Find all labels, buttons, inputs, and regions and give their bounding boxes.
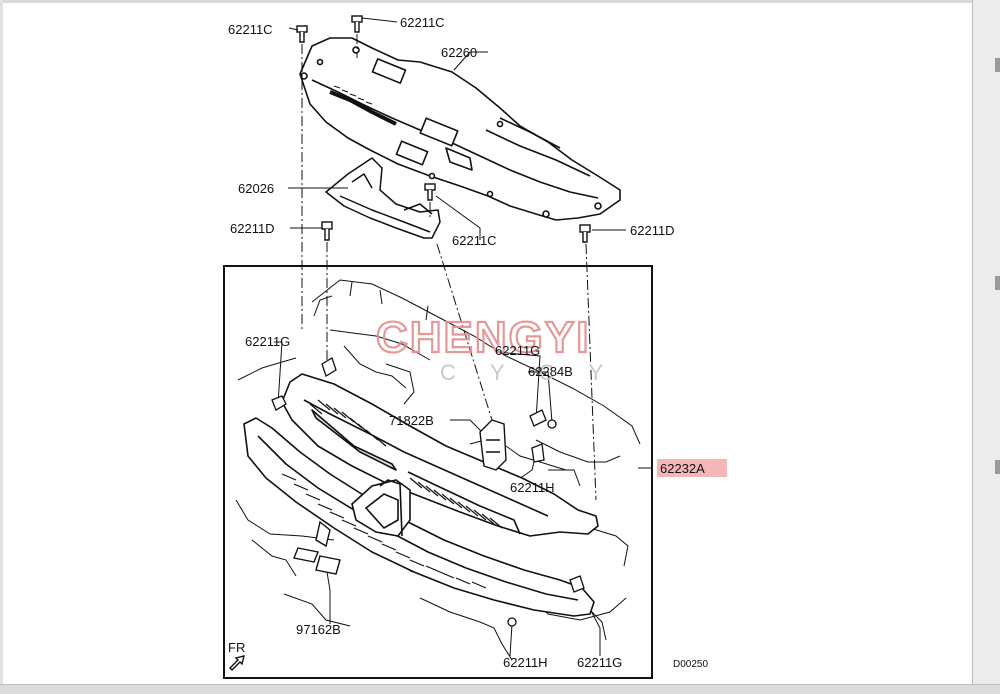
center-emblem-mount	[351, 479, 411, 537]
right-edge-mark	[995, 460, 1000, 474]
watermark-sub: CYCY	[440, 360, 637, 385]
lower-grille-mesh	[281, 473, 487, 589]
label-fr: FR	[228, 640, 245, 655]
label-62232a: 62232A	[660, 461, 705, 476]
assembly-frame	[223, 265, 653, 679]
label-62211c-top-left: 62211C	[228, 22, 273, 37]
label-62211c-top-right: 62211C	[400, 15, 445, 30]
clip-62211c-top-mid	[351, 15, 363, 33]
lower-grille-part	[243, 417, 595, 617]
upper-grille-mesh	[309, 399, 503, 529]
upper-grille-part	[281, 373, 599, 537]
label-62026: 62026	[238, 181, 274, 196]
label-71822b: 71822B	[389, 413, 434, 428]
label-62211h-bottom: 62211H	[503, 655, 548, 670]
label-62211h-mid: 62211H	[510, 480, 555, 495]
label-reference-code: D00250	[673, 659, 708, 670]
clip-62211c-mid	[424, 183, 436, 201]
window-top-edge	[0, 0, 1000, 3]
label-62211g-bottom: 62211G	[577, 655, 622, 670]
window-bottom-edge	[0, 684, 1000, 694]
label-62211g-mid: 62211G	[495, 343, 540, 358]
label-62211d-left: 62211D	[230, 221, 275, 236]
label-97162b: 97162B	[296, 622, 341, 637]
clip-62211d-right	[579, 224, 591, 243]
window-right-edge	[972, 0, 1000, 694]
right-edge-mark	[995, 276, 1000, 290]
clip-62211d-left	[321, 221, 333, 241]
fasteners-inner	[271, 357, 585, 627]
right-edge-mark	[995, 58, 1000, 72]
emblem-part	[293, 520, 341, 575]
label-62211d-right: 62211D	[630, 223, 675, 238]
front-arrow-icon	[229, 655, 245, 671]
label-62284b: 62284B	[528, 364, 573, 379]
label-62211g-left: 62211G	[245, 334, 290, 349]
clip-62211c-top-left	[296, 25, 308, 43]
bracket-part	[325, 157, 441, 239]
bracket-71822b	[479, 419, 507, 471]
window-left-edge	[0, 0, 3, 694]
watermark-main: CHENGYI	[376, 313, 590, 362]
radiator-cover-part	[299, 37, 621, 221]
part-number-highlight	[657, 459, 727, 477]
label-62211c-mid: 62211C	[452, 233, 497, 248]
guide-lines	[301, 34, 597, 501]
label-62260: 62260	[441, 45, 477, 60]
